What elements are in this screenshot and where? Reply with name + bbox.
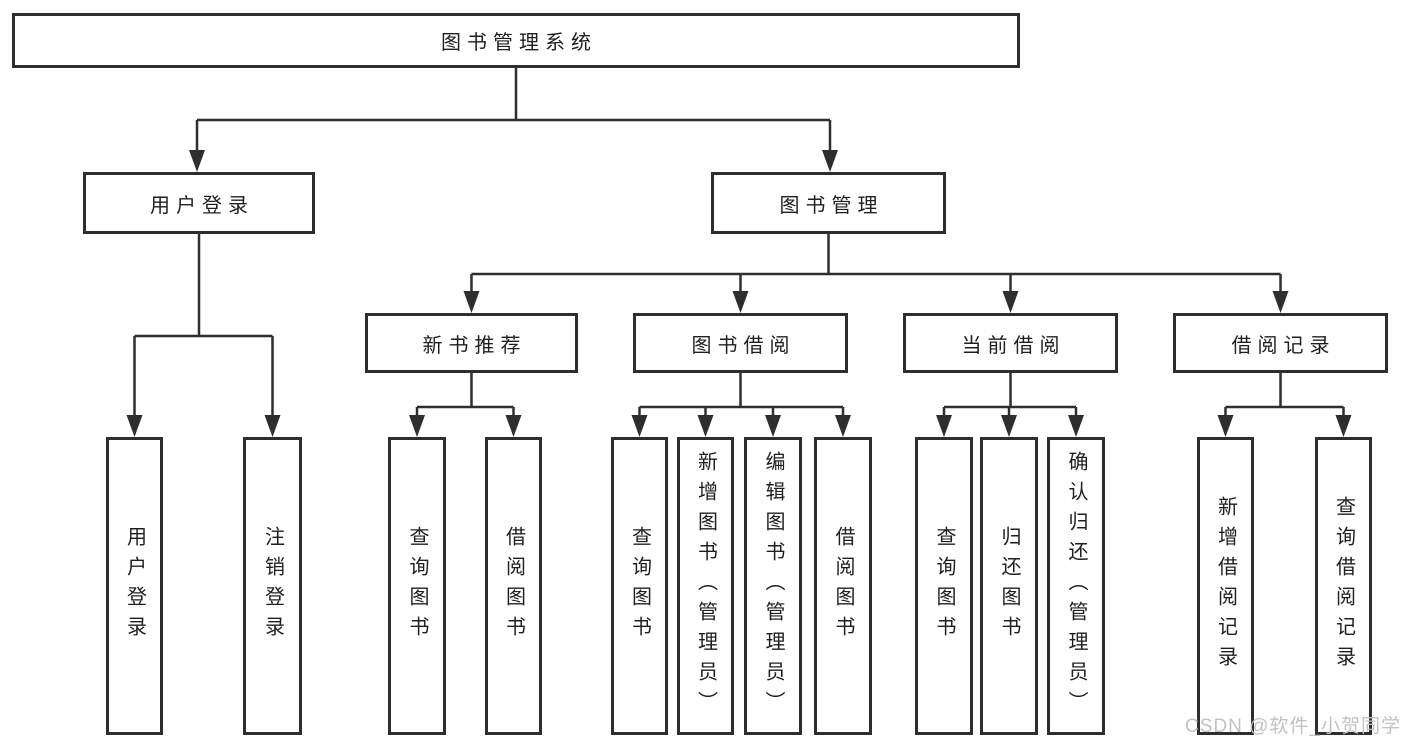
- connector-records-to-leaves: [1224, 373, 1345, 417]
- arrow-down-icon: [822, 150, 838, 172]
- csdn-watermark: CSDN @软件_小贺同学: [1185, 716, 1401, 737]
- leaf-borrow-books: 借阅图书: [814, 437, 872, 735]
- arrow-down-icon: [1068, 415, 1084, 437]
- leaf-query-books-borrow: 查询图书: [611, 437, 668, 735]
- leaf-query-books-newrec: 查询图书: [388, 437, 446, 735]
- arrow-down-icon: [1002, 291, 1019, 313]
- node-user-login-branch: 用户登录: [83, 172, 315, 234]
- arrow-down-icon: [1335, 415, 1352, 437]
- arrow-down-icon: [1217, 415, 1234, 437]
- connector-borrow-to-leaves: [638, 373, 845, 417]
- leaf-logout: 注销登录: [243, 437, 302, 735]
- arrow-down-icon: [264, 415, 281, 437]
- connector-current-to-leaves: [942, 373, 1078, 417]
- node-book-management-branch: 图书管理: [711, 172, 946, 234]
- connector-root-to-level2: [195, 68, 832, 152]
- arrow-down-icon: [936, 415, 952, 437]
- node-current-borrow-group: 当前借阅: [903, 313, 1118, 373]
- arrow-down-icon: [409, 415, 425, 437]
- connector-bookmgmt-to-groups: [470, 234, 1282, 293]
- connector-newrec-to-leaves: [415, 373, 515, 417]
- leaf-return-books: 归还图书: [980, 437, 1038, 735]
- arrow-down-icon: [631, 415, 648, 437]
- leaf-user-login: 用户登录: [106, 437, 163, 735]
- arrow-down-icon: [697, 415, 714, 437]
- arrowheads: [126, 150, 1352, 437]
- arrow-down-icon: [189, 150, 205, 172]
- arrow-down-icon: [463, 291, 480, 313]
- leaf-query-books-current: 查询图书: [915, 437, 973, 735]
- arrow-down-icon: [126, 415, 143, 437]
- arrow-down-icon: [1272, 291, 1289, 313]
- leaf-edit-books-admin: 编辑图书（管理员）: [744, 437, 802, 735]
- leaf-borrow-books-newrec: 借阅图书: [485, 437, 542, 735]
- leaf-confirm-return-admin: 确认归还（管理员）: [1047, 437, 1105, 735]
- node-book-borrow-group: 图书借阅: [633, 313, 848, 373]
- node-borrow-records-group: 借阅记录: [1173, 313, 1388, 373]
- connector-userlogin-to-leaves: [133, 234, 274, 417]
- arrow-down-icon: [505, 415, 522, 437]
- node-new-book-recommend-group: 新书推荐: [365, 313, 578, 373]
- arrow-down-icon: [732, 291, 749, 313]
- arrow-down-icon: [1001, 415, 1017, 437]
- leaf-add-books-admin: 新增图书（管理员）: [677, 437, 734, 735]
- leaf-add-borrow-record: 新增借阅记录: [1197, 437, 1254, 735]
- arrow-down-icon: [765, 415, 781, 437]
- node-root-system: 图书管理系统: [12, 13, 1020, 68]
- arrow-down-icon: [835, 415, 851, 437]
- leaf-query-borrow-record: 查询借阅记录: [1315, 437, 1372, 735]
